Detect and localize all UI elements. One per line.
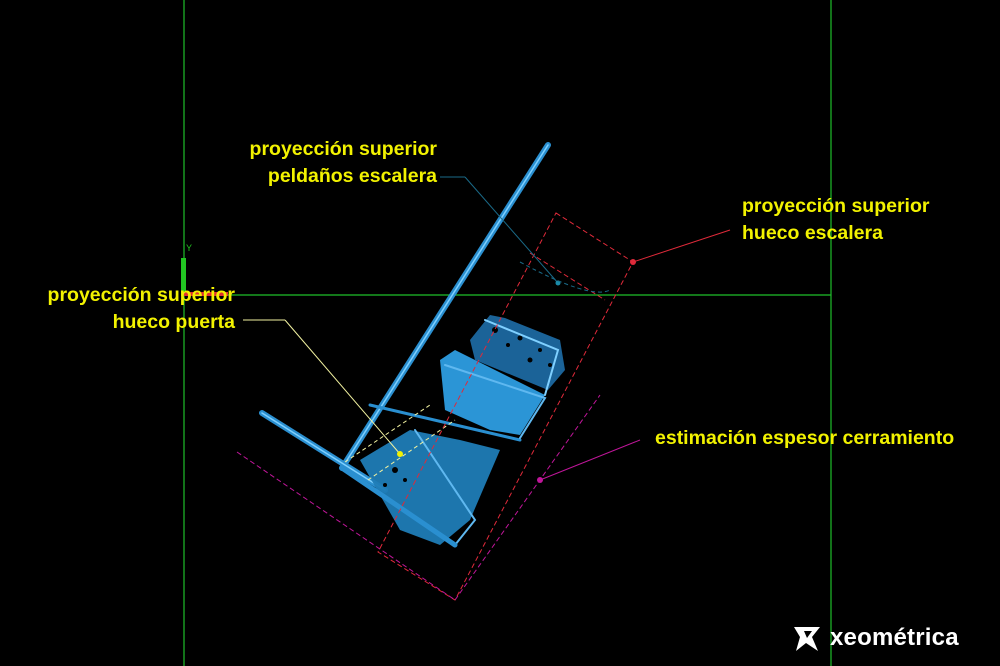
stairwell-leader: [630, 229, 731, 265]
brand-logo: xeométrica: [790, 620, 990, 656]
annotation-wall-thickness: estimación espesor cerramiento: [655, 425, 954, 452]
annotation-door-hole-line1: proyección superior: [47, 284, 235, 306]
annotation-door-hole-line2: hueco puerta: [112, 311, 235, 333]
door-projection: [243, 319, 456, 481]
annotation-wall-thickness-text: estimación espesor cerramiento: [655, 427, 955, 449]
annotation-stair-steps-line2: peldaños escalera: [267, 165, 437, 187]
annotation-stairwell-hole: proyección superior hueco escalera: [742, 193, 929, 247]
annotation-stair-steps-line1: proyección superior: [249, 138, 437, 160]
xeometrica-logo-icon: [794, 627, 820, 651]
brand-name: xeométrica: [830, 624, 959, 651]
axis-y-label: Y: [186, 243, 192, 253]
annotation-stair-steps: proyección superior peldaños escalera: [222, 136, 437, 190]
annotation-stairwell-hole-line1: proyección superior: [742, 195, 930, 217]
wall-thickness-leader: [537, 439, 641, 483]
wall-thickness-outline: [236, 394, 601, 601]
stairs-leader: [440, 176, 611, 293]
point-cloud: [259, 142, 565, 548]
annotation-door-hole: proyección superior hueco puerta: [20, 282, 235, 336]
ucs-axis-icon: Y: [181, 243, 228, 296]
annotation-stairwell-hole-line2: hueco escalera: [742, 222, 883, 244]
